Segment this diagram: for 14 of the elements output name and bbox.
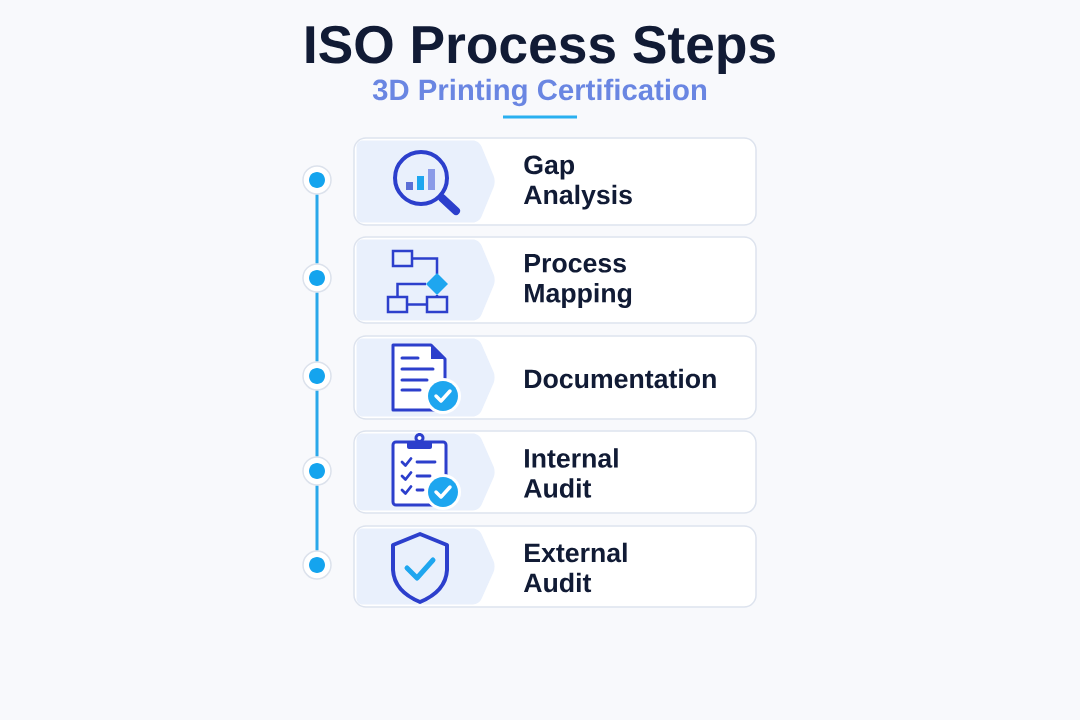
timeline-dot [302,550,332,580]
step-card: Process Mapping [353,236,757,324]
step-card: Gap Analysis [353,137,757,226]
step-card: External Audit [353,525,757,608]
connector-line [315,390,319,457]
connector-line [315,194,319,264]
subtitle: 3D Printing Certification [372,78,707,107]
timeline-dot [302,263,332,293]
connector-line [315,292,319,362]
title: ISO Process Steps [306,25,775,75]
connector-line [315,485,319,551]
timeline-dot [302,456,332,486]
timeline-dot [302,361,332,391]
timeline-dot [302,165,332,195]
